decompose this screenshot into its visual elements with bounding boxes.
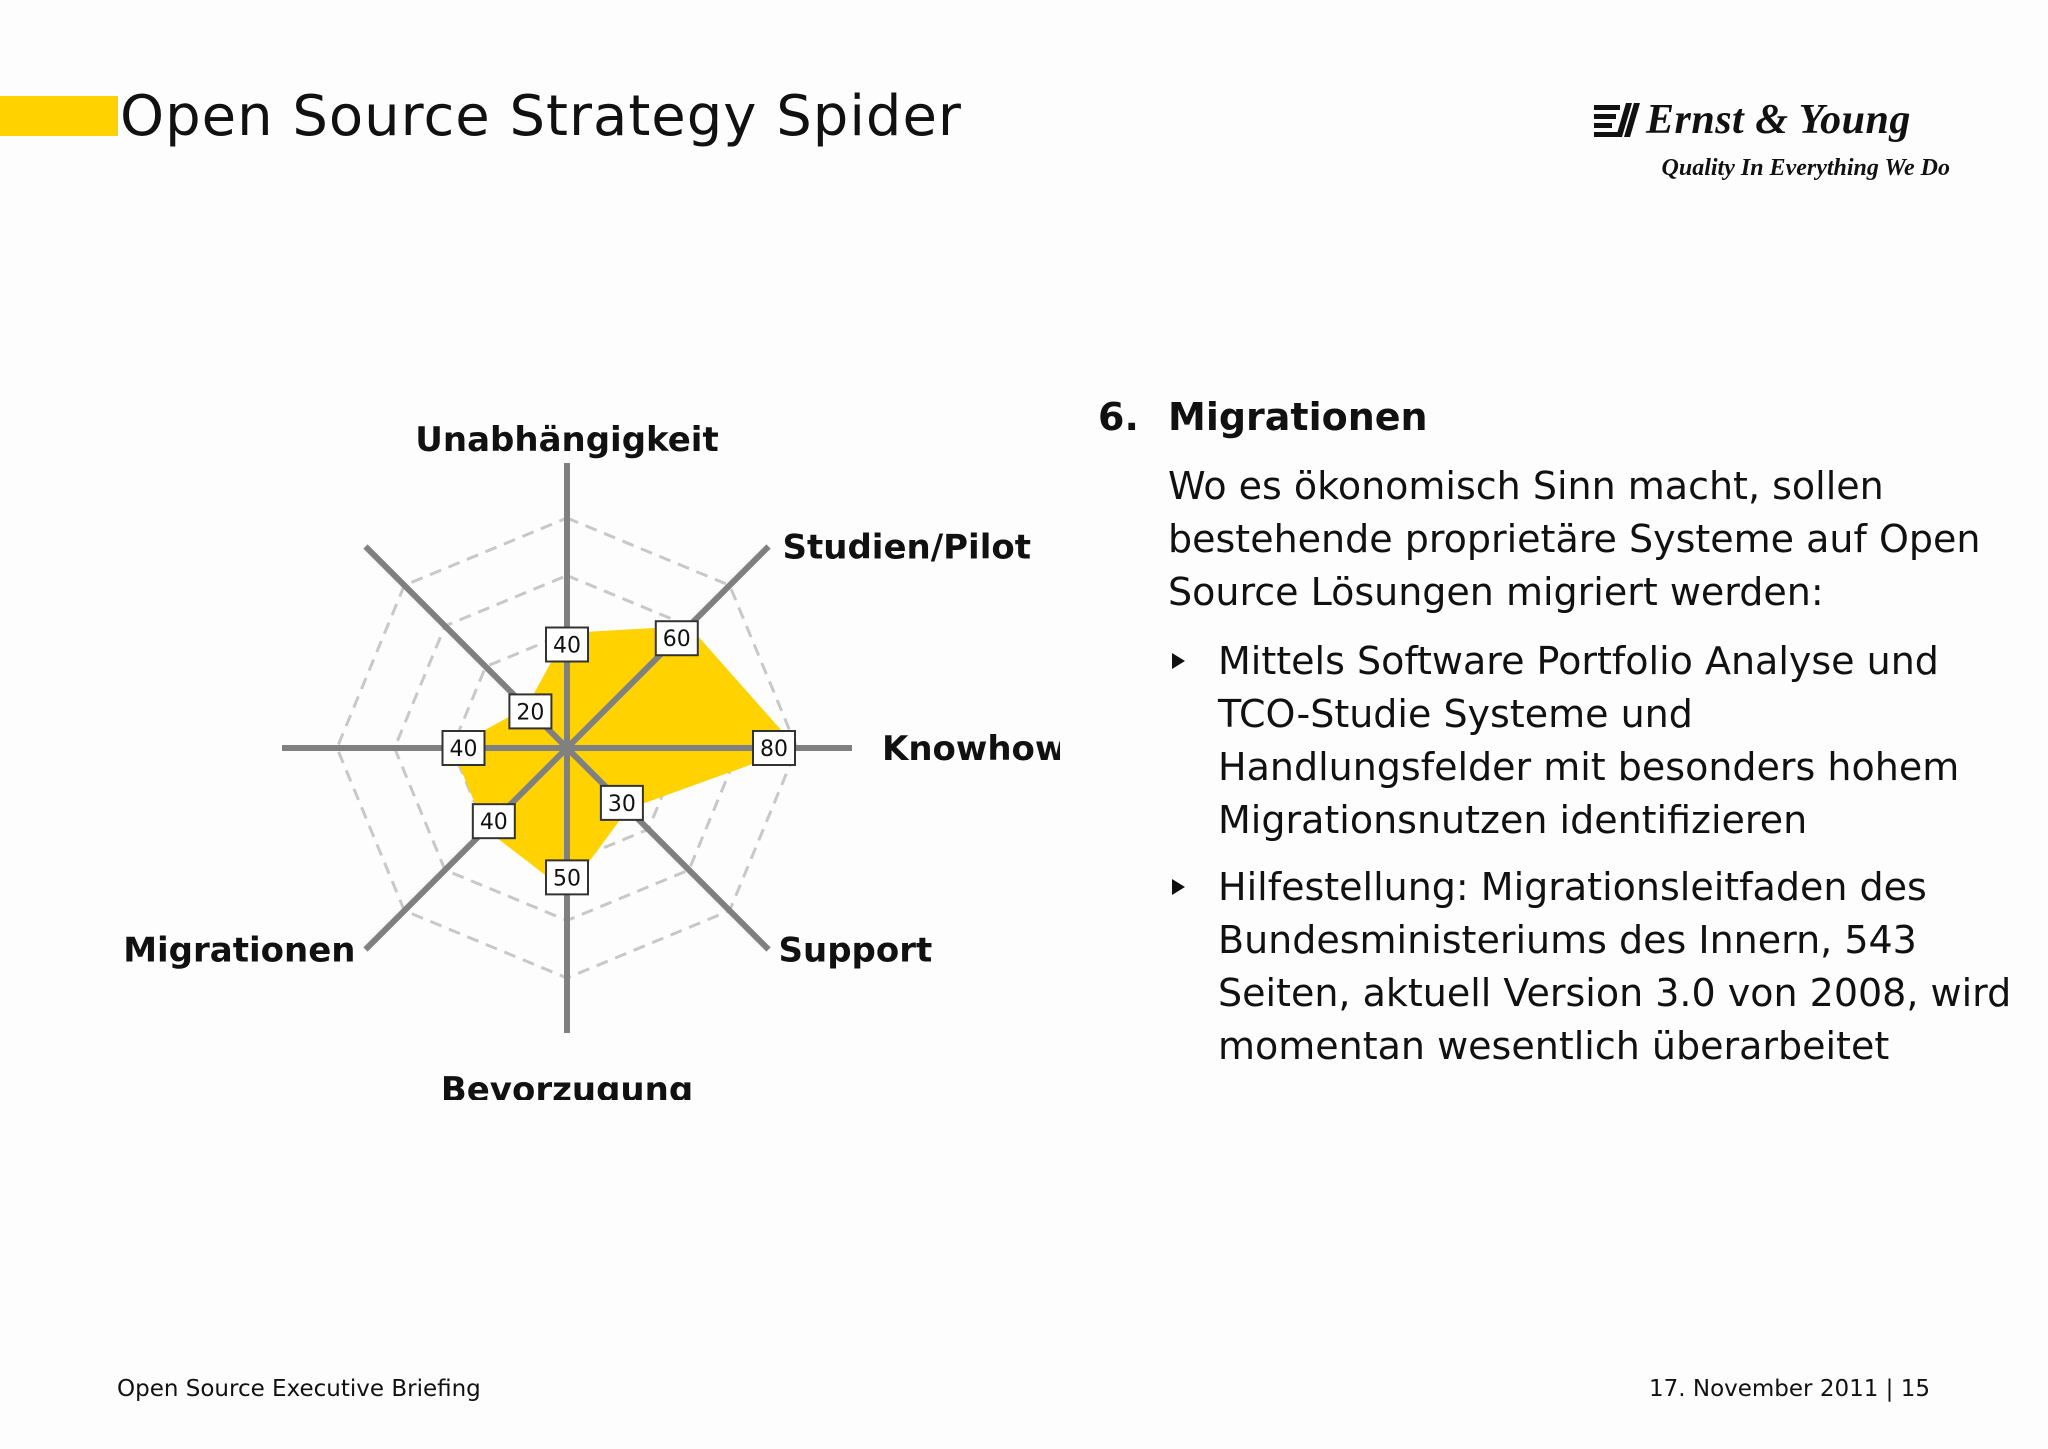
content-panel: 6. Migrationen Wo es ökonomisch Sinn mac…	[1098, 392, 2018, 1087]
value-label: 20	[508, 693, 553, 730]
grid-ring	[450, 631, 684, 865]
page-title: Open Source Strategy Spider	[120, 84, 962, 149]
bullet-item: Hilfestellung: Migrationsleitfaden des B…	[1168, 861, 2018, 1073]
footer-date-page: 17. November 2011 | 15	[1648, 1376, 1930, 1402]
value-label: 40	[471, 803, 516, 840]
bullet-item: Mittels Software Portfolio Analyse und T…	[1168, 635, 2018, 847]
svg-text:40: 40	[553, 634, 581, 659]
section-heading: 6. Migrationen	[1098, 392, 2018, 442]
svg-text:20: 20	[516, 700, 544, 725]
value-label: 80	[752, 730, 796, 766]
axis-line	[564, 745, 771, 952]
series-area	[452, 626, 797, 892]
chart-axes	[282, 463, 852, 1033]
logo-wordmark: Ernst & Young	[1646, 97, 1911, 143]
svg-text:40: 40	[450, 737, 478, 762]
company-logo: Ernst & Young Quality In Everything We D…	[1590, 95, 1960, 187]
section-title: Migrationen	[1168, 395, 1428, 439]
value-labels: 40 60 80 30 50 40 40 20	[441, 620, 796, 896]
value-label: 50	[545, 859, 589, 896]
ernst-young-beam-icon	[1594, 103, 1640, 137]
svg-text:30: 30	[608, 792, 636, 817]
value-label: 60	[654, 620, 699, 657]
axis-label: Migrationen	[123, 931, 355, 971]
axis-label: Bevorzugung	[441, 1070, 693, 1100]
bullet-triangle-icon	[1172, 879, 1185, 895]
axis-label: Support	[779, 931, 933, 971]
section-number: 6.	[1098, 395, 1139, 439]
bullet-triangle-icon	[1172, 653, 1185, 669]
bullet-list: Mittels Software Portfolio Analyse und T…	[1168, 635, 2018, 1073]
value-label: 40	[441, 730, 486, 766]
bullet-text: Hilfestellung: Migrationsleitfaden des B…	[1218, 865, 2012, 1068]
svg-text:50: 50	[553, 866, 581, 891]
axis-line	[363, 745, 570, 952]
axis-labels: UnabhängigkeitStudien/PilotKnowhowSuppor…	[123, 420, 1060, 1100]
value-label: 30	[599, 784, 644, 821]
value-label: 40	[545, 626, 589, 663]
svg-text:80: 80	[760, 737, 788, 762]
bullet-text: Mittels Software Portfolio Analyse und T…	[1218, 639, 1960, 842]
title-accent-bar	[0, 96, 118, 136]
axis-label: Knowhow	[882, 729, 1060, 769]
section-paragraph: Wo es ökonomisch Sinn macht, sollen best…	[1168, 464, 1981, 614]
logo-tagline: Quality In Everything We Do	[1661, 155, 1950, 181]
axis-label: Unabhängigkeit	[415, 420, 718, 460]
axis-label: Studien/Pilot	[783, 527, 1031, 567]
svg-text:60: 60	[663, 627, 691, 652]
footer-title: Open Source Executive Briefing	[117, 1376, 481, 1402]
svg-text:40: 40	[480, 810, 508, 835]
strategy-spider-chart: 40 60 80 30 50 40 40 20 UnabhängigkeitStudien/P…	[123, 420, 1060, 1100]
